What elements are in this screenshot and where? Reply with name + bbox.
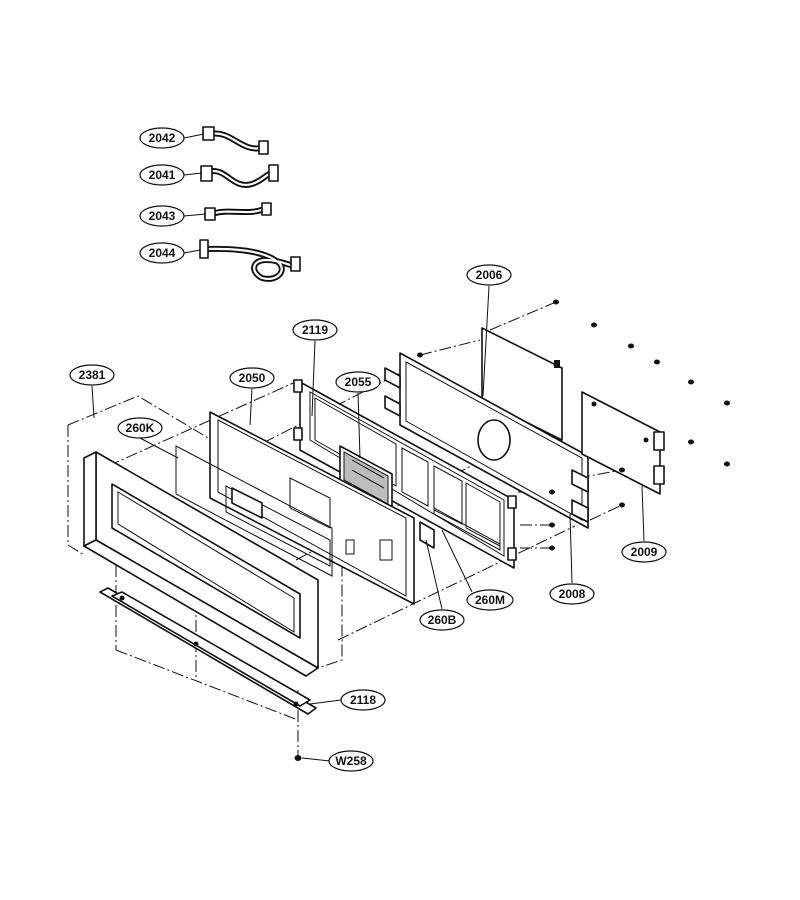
control-panel-2050 <box>209 411 415 605</box>
callout-2041: 2041 <box>139 164 185 186</box>
label-2042: 2042 <box>149 131 176 145</box>
callout-2381: 2381 <box>69 364 115 386</box>
frame-2119 <box>293 379 517 569</box>
screw-W258 <box>294 755 302 761</box>
label-2041: 2041 <box>149 168 176 182</box>
callout-260M: 260M <box>466 589 514 611</box>
callout-2050: 2050 <box>229 367 275 389</box>
label-2008: 2008 <box>559 587 586 601</box>
label-2118: 2118 <box>350 693 376 707</box>
label-2050: 2050 <box>239 371 266 385</box>
callout-2044: 2044 <box>139 242 185 264</box>
callout-2009: 2009 <box>621 541 667 563</box>
label-2006: 2006 <box>476 268 503 282</box>
callout-2118: 2118 <box>340 689 386 711</box>
callout-2119: 2119 <box>292 319 338 341</box>
label-2119: 2119 <box>302 323 328 337</box>
callout-2008: 2008 <box>549 583 595 605</box>
label-2055: 2055 <box>345 375 372 389</box>
callout-2055: 2055 <box>335 371 381 393</box>
wire-harness-2041 <box>200 164 279 188</box>
wire-harness-2044 <box>199 239 301 282</box>
label-W258: W258 <box>335 754 367 768</box>
bottom-rail-2118 <box>99 587 317 715</box>
label-260B: 260B <box>428 613 457 627</box>
label-2043: 2043 <box>149 209 176 223</box>
wire-harness-2042 <box>202 126 269 155</box>
screw-set <box>315 299 730 551</box>
label-260M: 260M <box>475 593 505 607</box>
control-board-2009 <box>581 391 665 495</box>
wire-harness-2043 <box>204 202 272 221</box>
callout-2042: 2042 <box>139 127 185 149</box>
door-trim-2381 <box>83 451 319 677</box>
leader-lines <box>91 133 645 762</box>
callout-W258: W258 <box>328 750 374 772</box>
label-2044: 2044 <box>149 246 176 260</box>
callout-260K: 260K <box>117 417 163 439</box>
callout-2006: 2006 <box>466 264 512 286</box>
callout-260B: 260B <box>419 609 465 631</box>
label-260K: 260K <box>126 421 155 435</box>
callout-2043: 2043 <box>139 205 185 227</box>
window-glass-260K <box>175 445 333 577</box>
label-2009: 2009 <box>631 545 658 559</box>
bracket-panel-2008 <box>384 352 589 529</box>
label-2381: 2381 <box>79 368 106 382</box>
